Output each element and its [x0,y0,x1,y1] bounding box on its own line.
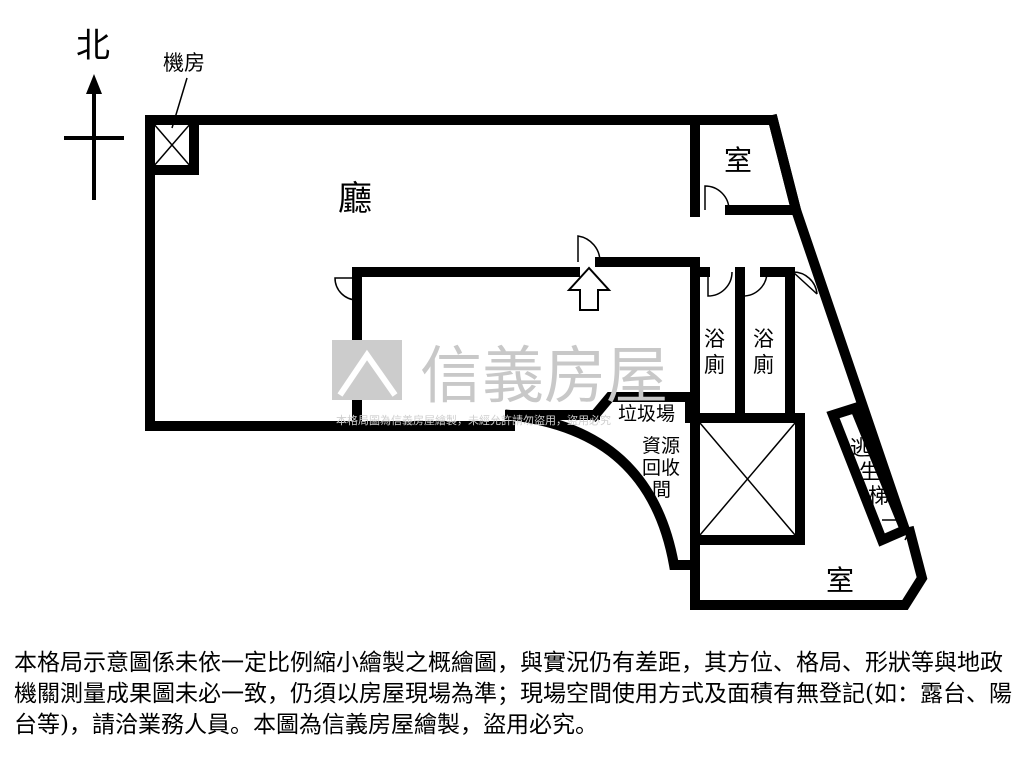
watermark-notice: 本格局圖為信義房屋繪製，未經允許請勿盜用，盜用必究 [336,413,611,427]
door-hall-center [577,235,601,263]
label-bathroom-2: 浴廁 [753,327,774,377]
label-room-top: 室 [724,144,752,177]
north-compass: 北 [64,26,124,200]
north-label: 北 [76,26,110,66]
entrance-arrow-icon [566,266,612,311]
label-room-bottom: 室 [826,564,854,597]
label-stairs: 逃生梯 [850,436,889,508]
door-stairs-bottom [882,519,909,541]
disclaimer-text: 本格局示意圖係未依一定比例縮小繪製之概繪圖，與實況仍有差距，其方位、格局、形狀等… [14,650,1012,738]
door-hall-left [334,277,358,301]
north-arrow-icon [86,74,102,94]
door-bath-1 [707,271,733,297]
door-corridor [792,271,818,295]
label-recycle: 資源回收間 [642,435,680,501]
watermark: 信義房屋 本格局圖為信義房屋繪製，未經允許請勿盜用，盜用必究 [332,339,668,427]
label-hall: 廳 [338,179,372,219]
label-bathroom-1: 浴廁 [704,327,725,377]
hall-outer-wall [145,115,700,217]
door-room-top [704,185,730,211]
label-garbage: 垃圾場 [618,403,675,425]
watermark-brand: 信義房屋 [420,339,668,412]
door-stairs-top [835,411,857,419]
floor-plan: 北 機房 [64,26,928,610]
door-bath-2 [742,271,768,297]
label-machine-room: 機房 [163,51,205,75]
